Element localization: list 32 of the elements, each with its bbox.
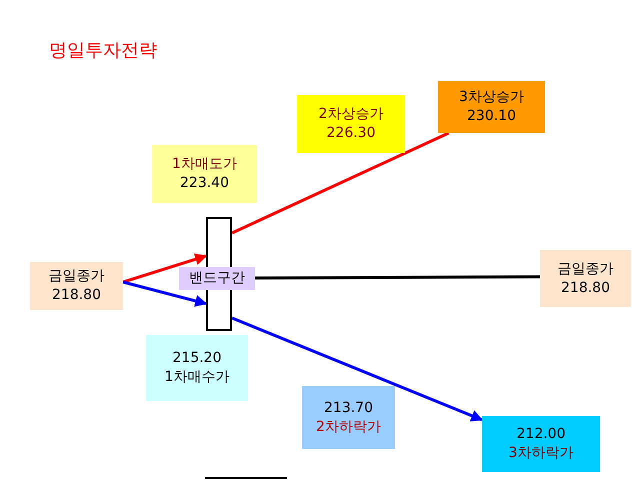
price-box — [146, 335, 248, 401]
arrow — [231, 316, 484, 422]
price-value: 213.70 — [324, 398, 373, 418]
price-value: 223.40 — [180, 174, 229, 193]
connector-line — [255, 275, 540, 280]
price-label: 3차하락가 — [508, 444, 574, 463]
price-label: 금일종가 — [558, 260, 614, 278]
price-label: 1차매도가 — [172, 155, 237, 174]
price-value: 230.10 — [467, 107, 516, 126]
price-value: 215.20 — [172, 349, 222, 368]
price-box — [30, 262, 123, 310]
band-label-box — [179, 267, 255, 290]
price-value: 212.00 — [516, 425, 566, 444]
connector-line — [231, 132, 450, 234]
price-box — [297, 95, 405, 153]
price-value: 218.80 — [52, 286, 101, 305]
price-box — [438, 81, 545, 133]
price-value: 218.80 — [561, 278, 610, 298]
price-box — [540, 250, 631, 307]
arrow — [122, 254, 208, 284]
price-box — [302, 386, 395, 449]
price-label: 3차상승가 — [459, 88, 524, 107]
price-value: 226.30 — [326, 124, 376, 143]
price-label: 2차상승가 — [318, 105, 384, 124]
price-label: 2차하락가 — [316, 418, 381, 436]
arrow — [122, 280, 208, 307]
price-label: 1차매수가 — [164, 368, 230, 387]
price-box — [482, 416, 600, 472]
title: 명일투자전략 — [49, 39, 157, 62]
price-label: 금일종가 — [48, 267, 104, 286]
price-box — [152, 145, 257, 203]
price-label: 밴드구간 — [189, 269, 245, 288]
